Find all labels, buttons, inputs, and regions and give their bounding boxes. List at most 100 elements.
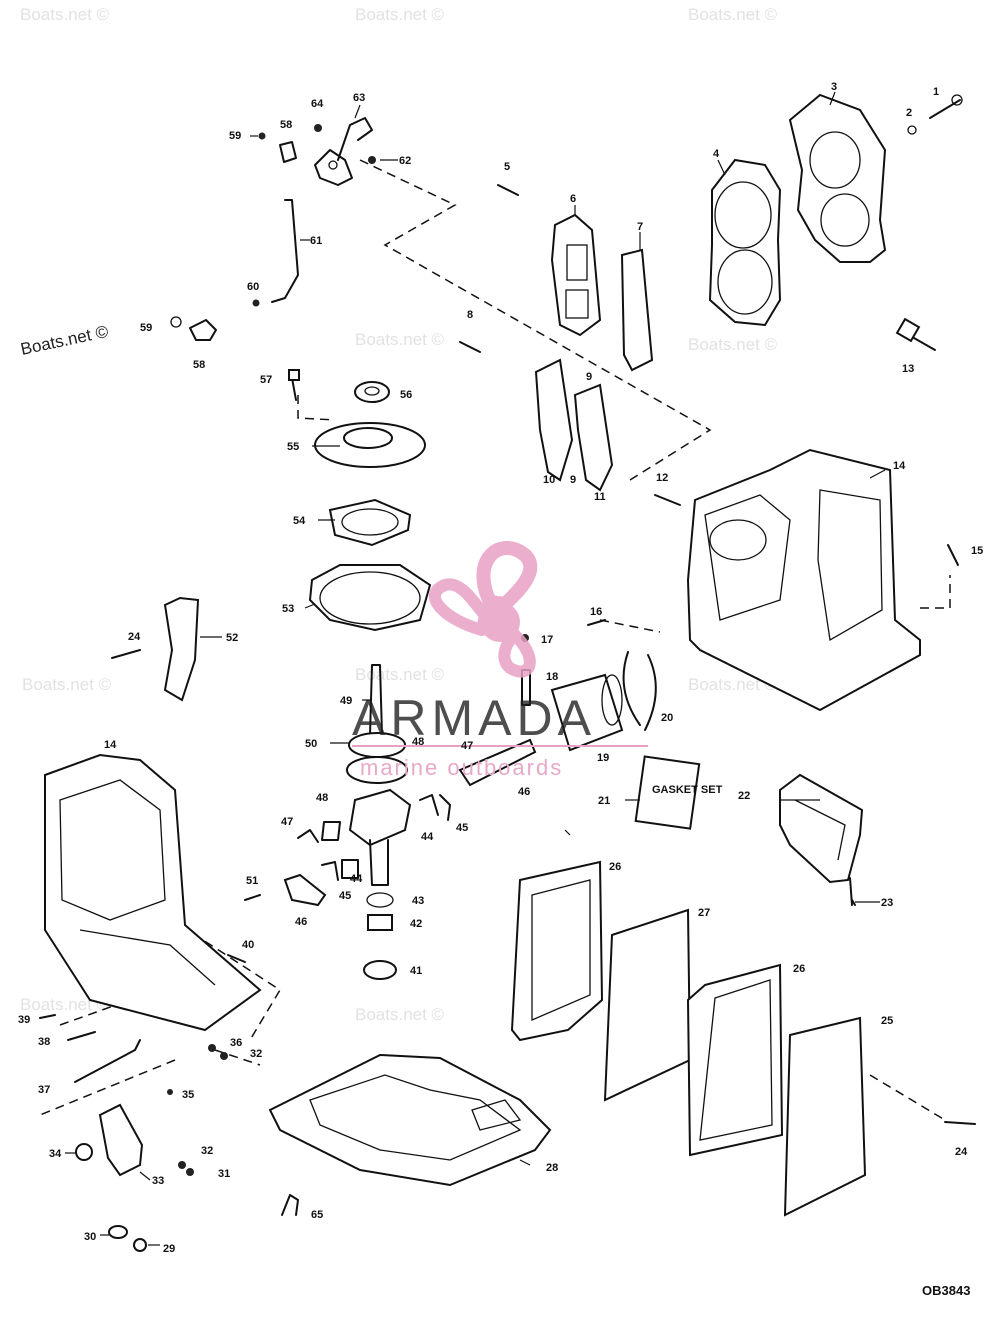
part-callout-40: 40 [242,939,254,951]
part-callout-34: 34 [49,1148,62,1160]
lower-linkage [39,1014,299,1252]
cylinder-head [708,93,963,351]
part-callout-30: 30 [84,1231,96,1243]
part-callout-64: 64 [311,98,324,110]
part-callout-8: 8 [467,309,473,321]
part-callout-18: 18 [546,671,558,683]
part-callout-35: 35 [182,1089,194,1101]
part-callout-14b: 14 [104,739,117,751]
part-callout-59b: 59 [140,322,152,334]
part-callout-52: 52 [226,632,238,644]
part-callout-24a: 24 [128,631,141,643]
part-callout-13: 13 [902,363,914,375]
part-callout-53: 53 [282,603,294,615]
part-callout-49: 49 [340,695,352,707]
crankshaft [346,664,412,980]
armada-brand-text: ARMADA [352,690,596,746]
part-callout-60: 60 [247,281,259,293]
part-callout-25: 25 [881,1015,893,1027]
part-callout-14a: 14 [893,460,906,472]
watermark-text: Boats.net © [20,5,110,24]
part-callout-63: 63 [353,92,365,104]
throttle-linkage [170,117,376,341]
part-callout-16: 16 [590,606,602,618]
part-callout-36: 36 [230,1037,242,1049]
part-callout-56: 56 [400,389,412,401]
part-callout-7: 7 [637,221,643,233]
propeller-blade-icon [498,629,536,678]
part-callout-1: 1 [933,86,939,98]
part-callout-44b: 44 [350,873,363,885]
part-callout-9b: 9 [570,474,576,486]
part-callout-15: 15 [971,545,983,557]
part-callout-29: 29 [163,1243,175,1255]
part-callout-38: 38 [38,1036,50,1048]
part-callout-10: 10 [543,474,555,486]
diagram-code: OB3843 [922,1283,970,1298]
part-callout-44a: 44 [421,831,434,843]
bearing-plates [288,369,432,632]
part-callout-17: 17 [541,634,553,646]
part-callout-32b: 32 [201,1145,213,1157]
part-callout-47a: 47 [461,740,473,752]
gasket-set-box-label: GASKET SET [652,784,723,796]
part-callout-19: 19 [597,752,609,764]
part-callout-2: 2 [906,107,912,119]
watermark-text: Boats.net © [355,330,445,349]
part-callout-45b: 45 [339,890,351,902]
part-callout-11: 11 [594,491,606,503]
part-callout-37: 37 [38,1084,50,1096]
armada-tagline: marine outboards [360,755,563,780]
part-callout-61: 61 [310,235,322,247]
propeller-blade-icon [476,541,538,611]
part-callout-33: 33 [152,1175,164,1187]
part-callout-55: 55 [287,441,299,453]
part-callout-22: 22 [738,790,750,802]
part-callout-28: 28 [546,1162,558,1174]
reed-valve-assembly [459,184,654,492]
part-callout-23: 23 [881,897,893,909]
crankcase-left [44,753,262,1032]
part-callout-48a: 48 [412,736,424,748]
part-callout-12: 12 [656,472,668,484]
crankcase-right [654,448,959,712]
watermark-text: Boats.net © [355,665,445,684]
watermark-text: Boats.net © [355,5,445,24]
watermark-text: Boats.net © [688,335,778,354]
watermark-text: Boats.net © [355,1005,445,1024]
part-callout-42: 42 [410,918,422,930]
part-callout-3: 3 [831,81,837,93]
part-callout-57: 57 [260,374,272,386]
leader-lines [65,91,886,1246]
part-callout-65: 65 [311,1209,323,1221]
part-callout-26b: 26 [793,963,805,975]
part-callout-58b: 58 [193,359,205,371]
part-callout-27: 27 [698,907,710,919]
part-callout-46a: 46 [518,786,530,798]
watermark-text: Boats.net © [688,5,778,24]
part-callout-45a: 45 [456,822,468,834]
part-callout-9a: 9 [586,371,592,383]
part-callout-51: 51 [246,875,258,887]
watermark-text: Boats.net © [22,675,112,694]
watermark-main: Boats.net © [19,322,111,359]
part-callout-39: 39 [18,1014,30,1026]
part-callout-26a: 26 [609,861,621,873]
watermark-text: Boats.net © [20,995,110,1014]
part-callout-5: 5 [504,161,510,173]
armada-logo [429,541,538,678]
part-callout-62: 62 [399,155,411,167]
part-callout-48b: 48 [316,792,328,804]
part-callout-59a: 59 [229,130,241,142]
part-callouts: 1 2 3 4 5 6 7 8 9 9 10 11 12 13 14 14 15… [18,81,983,1255]
part-callout-54: 54 [293,515,306,527]
piston-assembly: GASKET SET [283,619,723,907]
part-callout-21: 21 [598,795,610,807]
part-callout-50: 50 [305,738,317,750]
part-callout-4: 4 [713,148,720,160]
part-callout-46b: 46 [295,916,307,928]
part-callout-32a: 32 [250,1048,262,1060]
propeller-blade-icon [429,578,491,636]
gaskets-plates [268,860,976,1217]
